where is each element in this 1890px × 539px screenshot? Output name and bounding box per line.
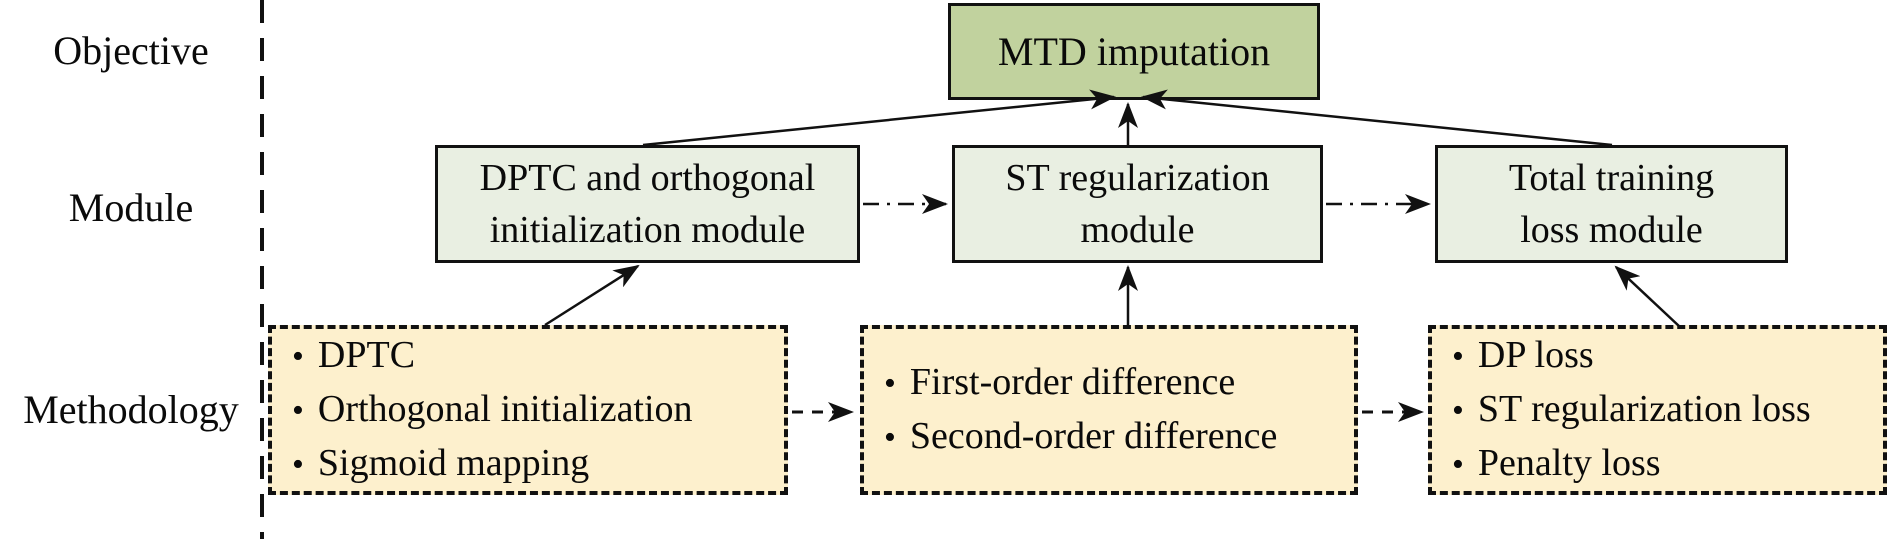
bullet-icon: • — [1452, 392, 1464, 429]
bullet-icon: • — [1452, 338, 1464, 375]
bullet-text: ST regularization loss — [1477, 388, 1811, 430]
bullet-icon: • — [884, 365, 896, 402]
bullet-text: DP loss — [1477, 334, 1594, 376]
bullet-text: Second-order difference — [909, 415, 1278, 457]
methodology-box-dptc: • DPTC • Orthogonal initialization • Sig… — [268, 325, 788, 495]
objective-box: MTD imputation — [948, 3, 1320, 100]
bullet-text: First-order difference — [909, 361, 1236, 403]
bullet-icon: • — [292, 446, 304, 483]
arrow-methodology-to-total-module — [1614, 265, 1681, 328]
methodology-box-loss: • DP loss • ST regularization loss • Pen… — [1428, 325, 1887, 495]
arrow-dptc-module-to-objective — [642, 89, 1116, 147]
module-title-line: ST regularization — [1005, 157, 1270, 199]
module-box-st-regularization: ST regularization module — [952, 145, 1323, 263]
list-item: • DP loss — [1452, 329, 1875, 383]
arrow-methodology-to-dptc-module — [544, 264, 640, 327]
row-label-module: Module — [68, 185, 194, 230]
bullet-text: DPTC — [317, 334, 416, 376]
list-item: • Sigmoid mapping — [292, 437, 776, 491]
module-title-line: initialization module — [489, 209, 806, 251]
list-item: • First-order difference — [884, 356, 1346, 410]
module-title-line: module — [1080, 209, 1195, 251]
module-box-total-loss: Total training loss module — [1435, 145, 1788, 263]
objective-box-title: MTD imputation — [997, 29, 1271, 74]
methodology-box-difference: • First-order difference • Second-order … — [860, 325, 1358, 495]
list-item: • ST regularization loss — [1452, 383, 1875, 437]
bullet-icon: • — [1452, 446, 1464, 483]
bullet-text: Orthogonal initialization — [317, 388, 693, 430]
bullet-icon: • — [884, 419, 896, 456]
module-title-line: loss module — [1520, 209, 1703, 251]
arrow-total-module-to-objective — [1141, 89, 1613, 147]
module-title-line: Total training — [1508, 157, 1715, 199]
bullet-text: Sigmoid mapping — [317, 442, 590, 484]
module-title-line: DPTC and orthogonal — [479, 157, 816, 199]
bullet-icon: • — [292, 338, 304, 375]
list-item: • Penalty loss — [1452, 437, 1875, 491]
list-item: • DPTC — [292, 329, 776, 383]
list-item: • Second-order difference — [884, 410, 1346, 464]
bullet-text: Penalty loss — [1477, 442, 1661, 484]
row-label-objective: Objective — [53, 28, 209, 73]
bullet-icon: • — [292, 392, 304, 429]
list-item: • Orthogonal initialization — [292, 383, 776, 437]
row-label-methodology: Methodology — [23, 387, 239, 432]
module-box-dptc-init: DPTC and orthogonal initialization modul… — [435, 145, 860, 263]
